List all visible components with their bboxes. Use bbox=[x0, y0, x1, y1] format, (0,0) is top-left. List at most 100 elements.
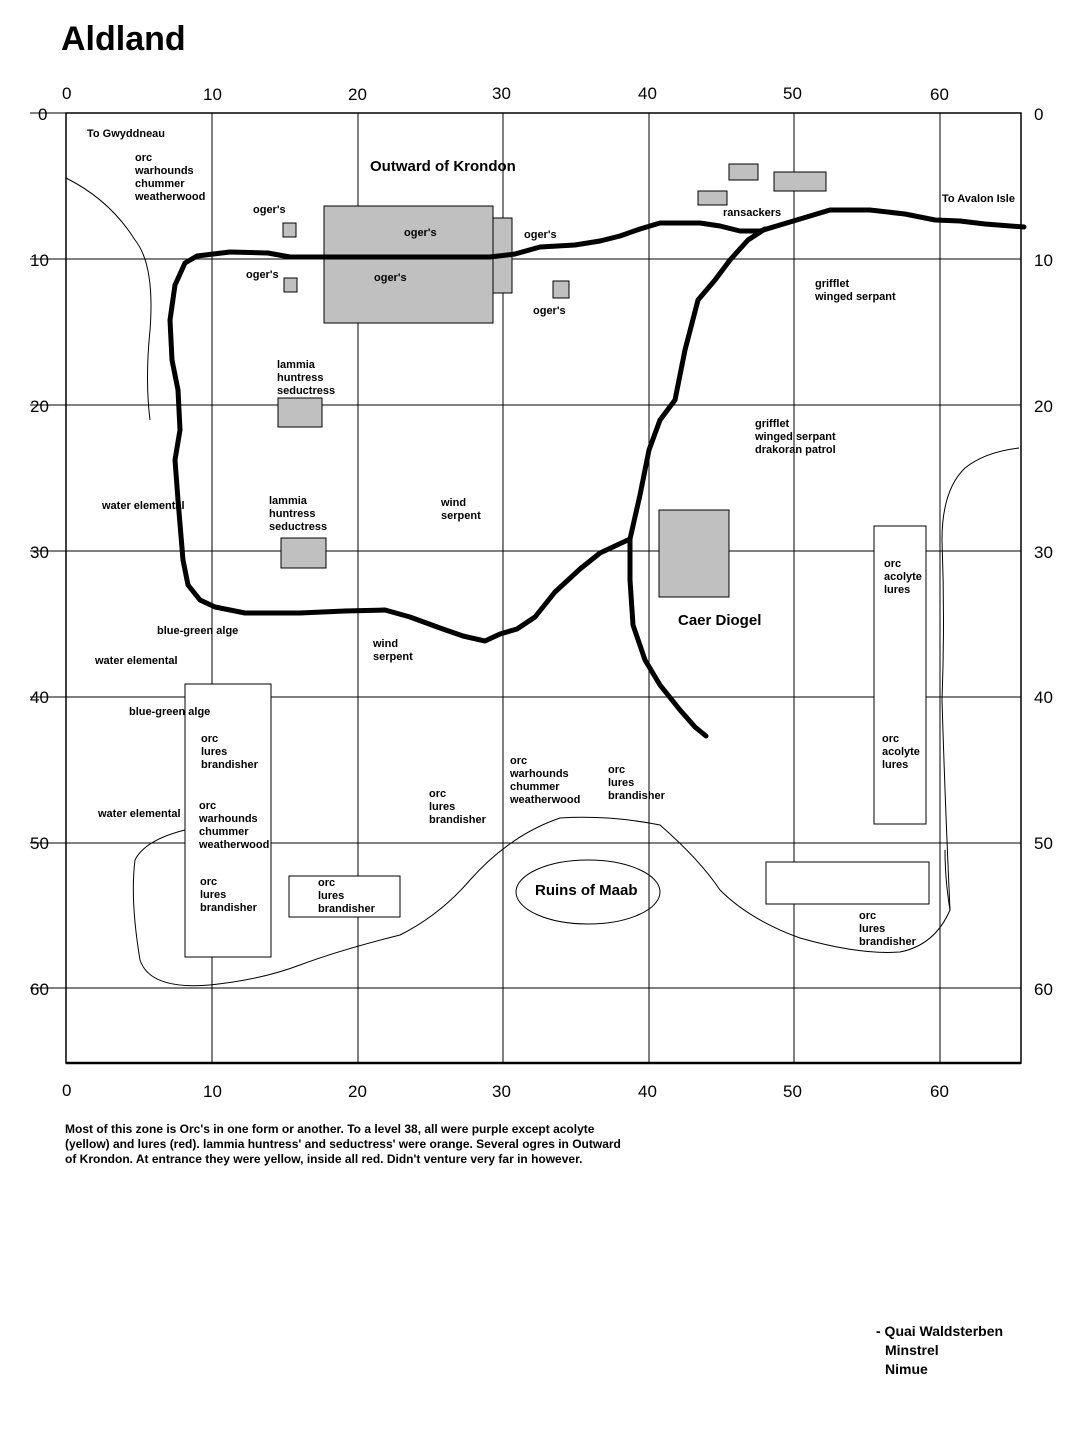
lures-label: lures bbox=[201, 746, 227, 758]
orc-label: orc bbox=[884, 558, 901, 570]
camp-hut bbox=[773, 171, 827, 192]
orc-label: orc bbox=[510, 755, 527, 767]
water-elemental-label: water elemental bbox=[94, 655, 178, 667]
caer-diogel-label: Caer Diogel bbox=[678, 612, 761, 629]
blue-green-alge-label: blue-green alge bbox=[157, 625, 238, 637]
x-tick-top: 60 bbox=[930, 85, 949, 104]
warhounds-label: warhounds bbox=[134, 165, 194, 177]
chummer-label: chummer bbox=[135, 178, 185, 190]
oger-label: oger's bbox=[253, 204, 286, 216]
lures-label: lures bbox=[884, 584, 910, 596]
orc-label: orc bbox=[199, 800, 216, 812]
ogre-hall-main bbox=[323, 205, 494, 324]
lammia-label: lammia bbox=[277, 359, 316, 371]
y-tick-left: 0 bbox=[38, 105, 47, 124]
roads bbox=[167, 207, 1027, 739]
axis-bottom: 0 10 20 30 40 50 60 bbox=[62, 1081, 949, 1101]
ogre-hut bbox=[283, 277, 298, 293]
lures-label: lures bbox=[859, 923, 885, 935]
caer-diogel-keep bbox=[658, 509, 730, 598]
serpent-label: serpent bbox=[441, 510, 481, 522]
orc-label: orc bbox=[200, 876, 217, 888]
to-avalon-isle-label: To Avalon Isle bbox=[942, 193, 1015, 205]
axis-left: 0 10 20 30 40 50 60 bbox=[30, 105, 49, 999]
orc-label: orc bbox=[859, 910, 876, 922]
brandisher-label: brandisher bbox=[201, 759, 259, 771]
y-tick-right: 40 bbox=[1034, 688, 1053, 707]
x-tick-top: 10 bbox=[203, 85, 222, 104]
east-boundary-line bbox=[941, 447, 1020, 911]
orc-label: orc bbox=[318, 877, 335, 889]
x-tick-bottom: 30 bbox=[492, 1082, 511, 1101]
lures-label: lures bbox=[318, 890, 344, 902]
blue-green-alge-label: blue-green alge bbox=[129, 706, 210, 718]
oger-label: oger's bbox=[246, 269, 279, 281]
water-elemental-label: water elemental bbox=[97, 808, 181, 820]
outward-of-krondon-label: Outward of Krondon bbox=[370, 158, 516, 175]
author-class: Minstrel bbox=[885, 1342, 939, 1358]
oger-label: oger's bbox=[404, 227, 437, 239]
wind-label: wind bbox=[440, 497, 466, 509]
orc-camps bbox=[184, 525, 930, 958]
orc-camp-southeast bbox=[765, 861, 930, 905]
water-elemental-label: water elemental bbox=[101, 500, 185, 512]
chummer-label: chummer bbox=[510, 781, 560, 793]
y-tick-left: 60 bbox=[30, 980, 49, 999]
y-tick-right: 60 bbox=[1034, 980, 1053, 999]
x-tick-top: 50 bbox=[783, 84, 802, 103]
grifflet-label: grifflet bbox=[815, 278, 850, 290]
x-tick-top: 0 bbox=[62, 84, 71, 103]
y-tick-left: 40 bbox=[30, 688, 49, 707]
lammia-label: lammia bbox=[269, 495, 308, 507]
brandisher-label: brandisher bbox=[318, 903, 376, 915]
ruins-of-maab-label: Ruins of Maab bbox=[535, 882, 638, 899]
winged-serpant-label: winged serpant bbox=[814, 291, 896, 303]
x-tick-top: 40 bbox=[638, 84, 657, 103]
ransackers-label: ransackers bbox=[723, 207, 781, 219]
x-tick-bottom: 10 bbox=[203, 1082, 222, 1101]
y-tick-left: 20 bbox=[30, 397, 49, 416]
weatherwood-label: weatherwood bbox=[509, 794, 580, 806]
acolyte-label: acolyte bbox=[882, 746, 920, 758]
axis-top: 0 10 20 30 40 50 60 bbox=[62, 84, 949, 104]
to-gwyddneau-label: To Gwyddneau bbox=[87, 128, 165, 140]
lures-label: lures bbox=[882, 759, 908, 771]
orc-label: orc bbox=[429, 788, 446, 800]
map-notes: Most of this zone is Orc's in one form o… bbox=[65, 1122, 621, 1166]
lures-label: lures bbox=[429, 801, 455, 813]
author-name: - Quai Waldsterben bbox=[876, 1323, 1004, 1339]
winged-serpant-label: winged serpant bbox=[754, 431, 836, 443]
lures-label: lures bbox=[608, 777, 634, 789]
chummer-label: chummer bbox=[199, 826, 249, 838]
y-tick-right: 10 bbox=[1034, 251, 1053, 270]
oger-label: oger's bbox=[524, 229, 557, 241]
camp-hut bbox=[728, 163, 759, 181]
y-tick-right: 20 bbox=[1034, 397, 1053, 416]
grifflet-label: grifflet bbox=[755, 418, 790, 430]
huntress-label: huntress bbox=[277, 372, 323, 384]
x-tick-bottom: 0 bbox=[62, 1081, 71, 1100]
west-boundary-line bbox=[65, 177, 152, 421]
y-tick-right: 50 bbox=[1034, 834, 1053, 853]
y-tick-left: 10 bbox=[30, 251, 49, 270]
seductress-label: seductress bbox=[277, 385, 335, 397]
valley-boundary-line bbox=[132, 816, 951, 987]
author-signature: - Quai Waldsterben Minstrel Nimue bbox=[876, 1322, 1003, 1379]
y-tick-right: 0 bbox=[1034, 105, 1043, 124]
map-title: Aldland bbox=[61, 20, 186, 58]
oger-label: oger's bbox=[533, 305, 566, 317]
north-branch-road bbox=[627, 226, 768, 542]
serpent-label: serpent bbox=[373, 651, 413, 663]
brandisher-label: brandisher bbox=[200, 902, 258, 914]
camp-hut bbox=[697, 190, 728, 206]
x-tick-bottom: 50 bbox=[783, 1082, 802, 1101]
lures-label: lures bbox=[200, 889, 226, 901]
y-tick-left: 30 bbox=[30, 543, 49, 562]
brandisher-label: brandisher bbox=[429, 814, 487, 826]
weatherwood-label: weatherwood bbox=[134, 191, 205, 203]
lammia-camp bbox=[280, 537, 327, 569]
wind-label: wind bbox=[372, 638, 398, 650]
brandisher-label: brandisher bbox=[608, 790, 666, 802]
oger-label: oger's bbox=[374, 272, 407, 284]
